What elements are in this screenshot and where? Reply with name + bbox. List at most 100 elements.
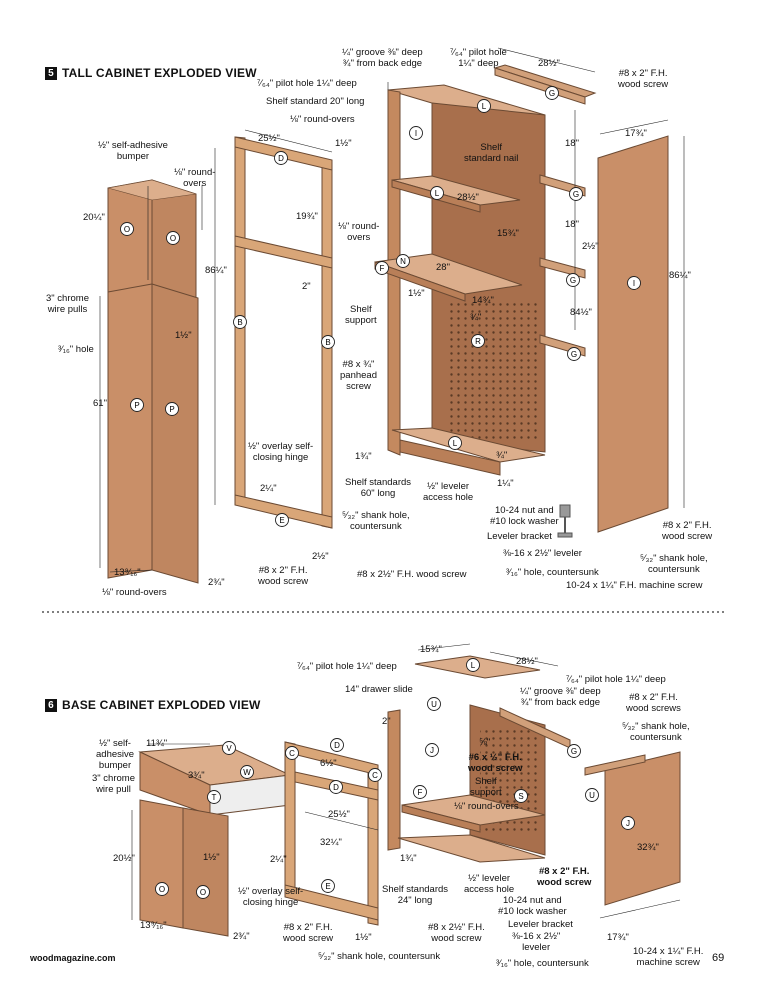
label-hinge: ½" overlay self- closing hinge	[248, 441, 314, 463]
base-label-w2-75: 2¾"	[233, 931, 250, 942]
label-h86-25-right: 86¼"	[669, 270, 691, 281]
base-part-badge	[155, 882, 169, 896]
tall-part-letter: L	[453, 439, 458, 448]
base-label-screw-2: #8 x 2" F.H. wood screw	[537, 866, 592, 888]
base-label-bumper: ½" self- adhesive bumper	[96, 738, 135, 771]
label-w17-75: 17¾"	[625, 128, 647, 139]
label-w28-5-shelf: 28½"	[457, 192, 479, 203]
tall-part-badge	[321, 335, 335, 349]
base-label-pull: 3" chrome wire pull	[92, 773, 135, 795]
label-h18b: 18"	[565, 219, 579, 230]
base-part-letter: J	[430, 746, 434, 755]
base-label-leveler-bracket: Leveler bracket	[508, 919, 573, 930]
tall-part-badge	[566, 273, 580, 287]
base-side-panel	[604, 751, 681, 906]
tall-part-badge	[567, 347, 581, 361]
label-h86-25-left: 86¼"	[205, 265, 227, 276]
tall-part-letter: N	[400, 257, 406, 266]
label-leveler-hole: ½" leveler access hole	[423, 481, 474, 503]
tall-dimension-lines	[99, 47, 685, 573]
base-part-letter: L	[471, 661, 476, 670]
tall-part-letter: B	[325, 338, 330, 347]
tall-part-letter: O	[124, 225, 130, 234]
tall-part-badge	[165, 402, 179, 416]
base-label-hinge: ½" overlay self- closing hinge	[238, 886, 304, 908]
tall-part-badge	[471, 334, 485, 348]
label-w28: 28"	[436, 262, 450, 273]
label-pulls: 3" chrome wire pulls	[46, 293, 89, 315]
label-hole-3-16: ³⁄₁₆" hole	[58, 344, 94, 355]
label-h2: 2"	[302, 281, 311, 292]
label-nut: 10-24 nut and #10 lock washer	[490, 505, 559, 527]
base-label-screw-2-5: #8 x 2½" F.H. wood screw	[428, 922, 485, 944]
footer-page-number: 69	[712, 952, 725, 964]
tall-face-frame	[234, 136, 333, 529]
base-section-title: BASE CABINET EXPLODED VIEW	[62, 698, 261, 712]
base-part-letter: S	[518, 792, 523, 801]
base-label-d5-8: ⅝"	[479, 737, 491, 748]
label-roundovers-door: ⅛" round- overs	[174, 167, 216, 189]
base-label-w13-9-16: 13⁹⁄₁₆"	[140, 920, 167, 931]
base-part-letter: J	[626, 819, 630, 828]
label-shank-right: ⁵⁄₃₂" shank hole, countersunk	[640, 553, 708, 575]
label-h19-75: 19¾"	[296, 211, 318, 222]
base-face-frame	[284, 741, 379, 926]
label-w14-75: 14¾"	[472, 295, 494, 306]
label-roundovers-top: ⅛" round-overs	[290, 114, 355, 125]
base-part-letter: T	[212, 793, 217, 802]
base-cabinet-case	[387, 655, 546, 863]
base-label-w28-5: 28½"	[516, 656, 538, 667]
tall-side-panel	[597, 135, 669, 533]
label-h1-75: 1¾"	[355, 451, 372, 462]
base-cleats	[499, 707, 646, 776]
base-label-w25-5: 25½"	[328, 809, 350, 820]
label-h61: 61"	[93, 398, 107, 409]
tall-part-badge	[120, 222, 134, 236]
label-pilot-left: ⁷⁄₆₄" pilot hole 1¼" deep	[257, 78, 357, 89]
base-part-badge	[330, 738, 344, 752]
base-part-letter: D	[334, 741, 340, 750]
tall-part-badge	[477, 99, 491, 113]
label-machine-screw: 10-24 x 1¼" F.H. machine screw	[566, 580, 703, 591]
tall-part-badge	[274, 151, 288, 165]
tall-part-letter: L	[482, 102, 487, 111]
base-label-roundovers: ⅛" round-overs	[454, 801, 519, 812]
tall-lower-doors	[107, 283, 199, 584]
base-label-leveler-hole: ½" leveler access hole	[464, 873, 515, 895]
label-w13-9-16: 13⁹⁄₁₆"	[114, 567, 141, 578]
tall-part-badge	[233, 315, 247, 329]
label-h1-5-door: 1½"	[175, 330, 192, 341]
tall-part-badge	[130, 398, 144, 412]
base-label-machine-screw: 10-24 x 1¼" F.H. machine screw	[633, 946, 704, 968]
base-part-badge	[368, 768, 382, 782]
tall-part-letter: E	[279, 516, 284, 525]
base-label-screw-left: #8 x 2" F.H. wood screw	[283, 922, 334, 944]
base-part-letter: C	[289, 749, 295, 758]
base-doors	[139, 799, 229, 937]
label-shelf-std-60: Shelf standards 60" long	[345, 477, 412, 499]
base-label-shank-bottom: ⁵⁄₃₂" shank hole, countersunk	[318, 951, 441, 962]
base-label-nut: 10-24 nut and #10 lock washer	[498, 895, 567, 917]
base-label-h3-75: 3¾"	[188, 770, 205, 781]
tall-part-badge	[627, 276, 641, 290]
base-part-badge	[514, 789, 528, 803]
tall-part-letter: B	[237, 318, 242, 327]
base-part-letter: U	[431, 700, 437, 709]
base-part-badge	[222, 741, 236, 755]
tall-part-badge	[448, 436, 462, 450]
base-label-groove: ¼" groove ⅜" deep ¾" from back edge	[520, 686, 601, 708]
base-label-hole-countersunk: ³⁄₁₆" hole, countersunk	[496, 958, 589, 969]
tall-part-letter: G	[573, 190, 579, 199]
base-part-letter: O	[159, 885, 165, 894]
base-part-badge	[240, 765, 254, 779]
tall-section-heading: 5 TALL CABINET EXPLODED VIEW	[45, 66, 257, 80]
label-w15-75: 15¾"	[497, 228, 519, 239]
base-section-heading: 6 BASE CABINET EXPLODED VIEW	[45, 698, 261, 712]
base-part-letter: F	[418, 788, 423, 797]
label-h2-5: 2½"	[582, 241, 599, 252]
label-w25-5: 25½"	[258, 133, 280, 144]
tall-part-letter: D	[278, 154, 284, 163]
base-label-fh-screw: #6 x ½" F.H. wood screw	[468, 752, 523, 774]
